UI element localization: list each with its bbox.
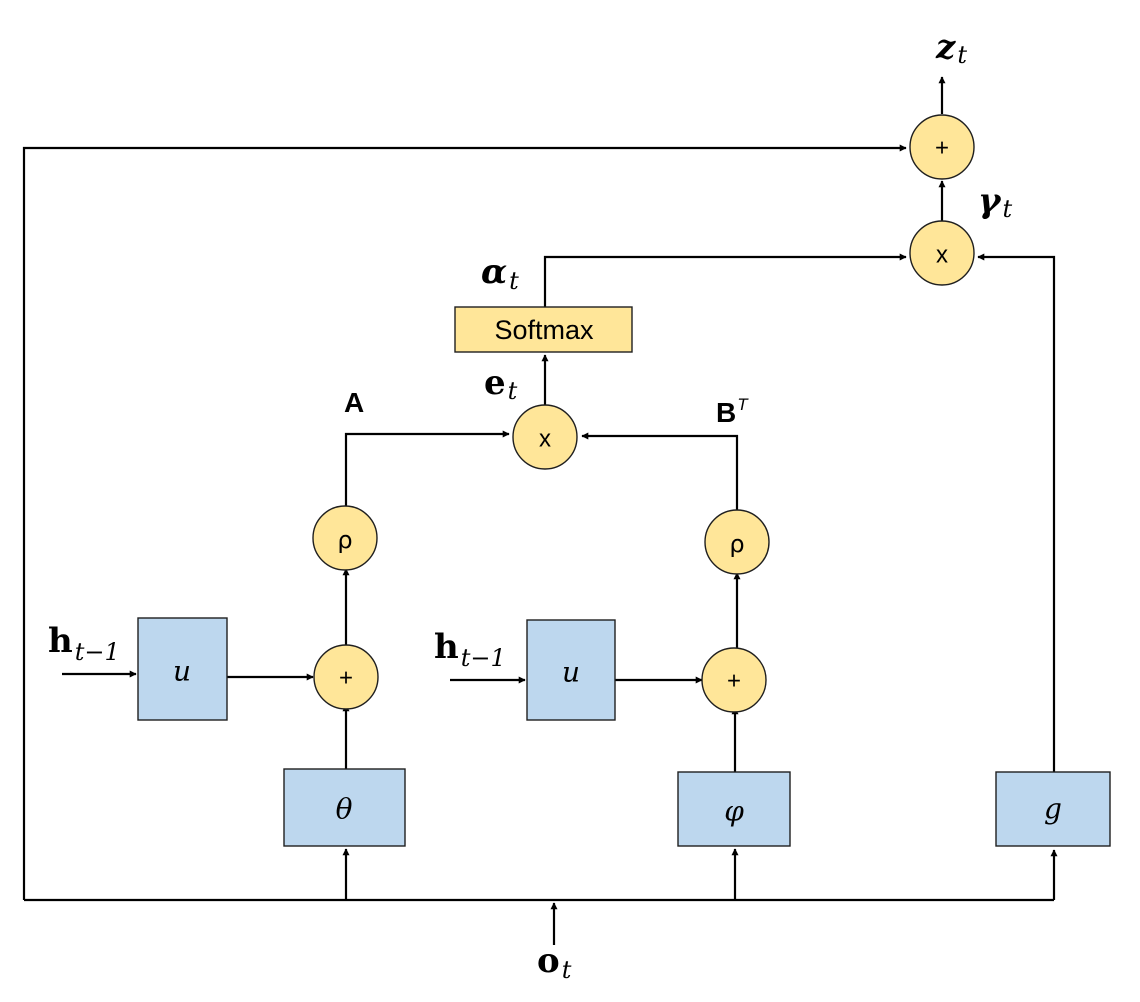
softmax-label: Softmax	[494, 315, 594, 345]
plus-node-left: +	[313, 644, 379, 710]
label-A: A	[344, 387, 364, 418]
plus-right-symbol: +	[727, 668, 741, 695]
multiply-node-middle: x	[512, 404, 578, 470]
arrow-rho-right-to-x	[581, 432, 739, 510]
theta-label: θ	[336, 793, 353, 826]
plus-node-top: +	[909, 114, 975, 180]
rho-node-left: ρ	[312, 505, 378, 571]
wires	[22, 76, 1058, 945]
u-right-label: u	[562, 656, 580, 689]
skip-connection	[22, 144, 907, 900]
rho-left-symbol: ρ	[337, 526, 352, 554]
multiply-top-symbol: x	[936, 242, 948, 269]
label-e: et	[484, 363, 518, 405]
box-theta: θ	[283, 768, 406, 847]
multiply-middle-symbol: x	[539, 426, 551, 453]
plus-node-right: +	[701, 647, 767, 713]
label-z: zt	[935, 27, 967, 69]
plus-top-symbol: +	[935, 135, 949, 162]
arrow-rho-left-to-x	[344, 430, 510, 506]
label-o: ot	[537, 941, 572, 984]
rho-right-symbol: ρ	[729, 530, 744, 558]
multiply-node-top: x	[909, 220, 975, 286]
box-u-left: u	[137, 617, 228, 721]
arrow-softmax-to-x	[543, 253, 907, 307]
phi-label: φ	[724, 795, 744, 828]
box-softmax: Softmax	[454, 306, 633, 353]
label-h-left: ht−1	[48, 621, 120, 666]
u-left-label: u	[173, 655, 191, 688]
label-alpha: αt	[481, 252, 519, 295]
rho-node-right: ρ	[704, 509, 770, 575]
arrow-g-to-x	[977, 253, 1056, 772]
g-label: g	[1044, 793, 1062, 826]
box-g: g	[995, 771, 1111, 847]
label-B-transpose: BT	[716, 395, 749, 428]
box-phi: φ	[677, 771, 791, 847]
plus-left-symbol: +	[339, 665, 353, 692]
label-gamma: γt	[978, 181, 1012, 223]
box-u-right: u	[526, 619, 616, 721]
label-h-right: ht−1	[434, 627, 506, 672]
